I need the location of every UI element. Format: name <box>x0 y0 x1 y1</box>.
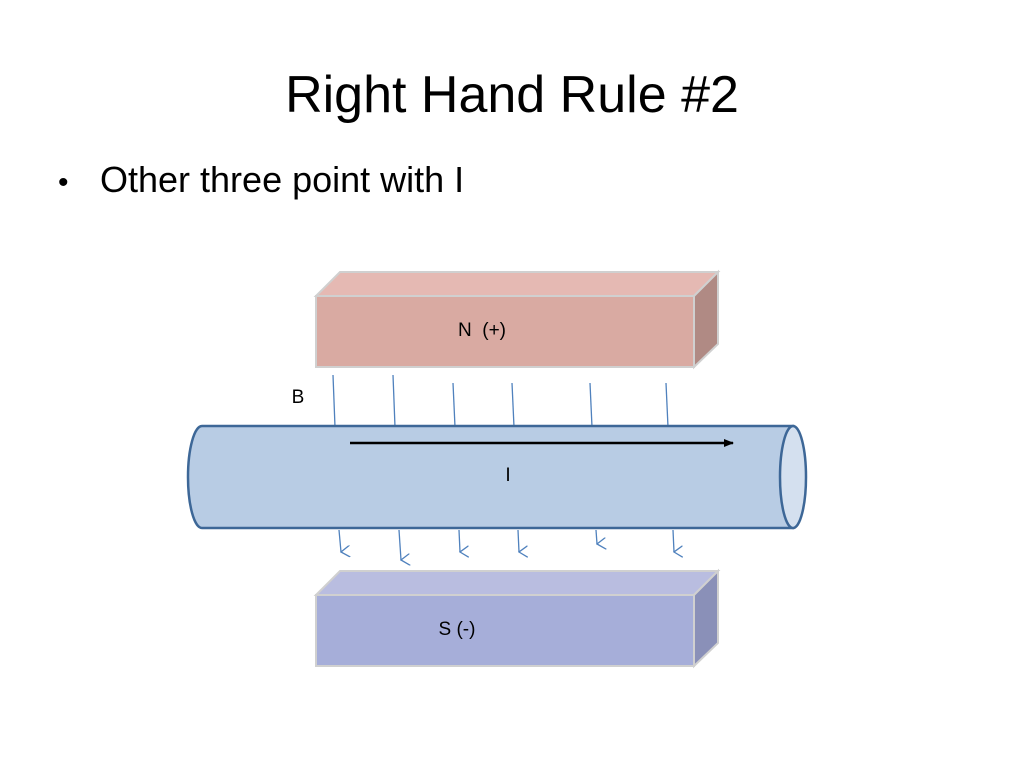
south-magnet-label: S (-) <box>439 619 476 640</box>
field-line-arrow <box>672 529 674 552</box>
bullet-icon: • <box>58 166 69 199</box>
current-label: I <box>505 465 510 486</box>
field-line-arrow <box>595 529 597 544</box>
slide-title: Right Hand Rule #2 <box>285 66 739 124</box>
field-line <box>589 382 593 428</box>
field-lines-upper <box>332 374 669 428</box>
bullet-item: • Other three point with I <box>58 156 464 207</box>
south-magnet: S (-) <box>313 568 721 669</box>
field-lines-lower <box>338 529 674 560</box>
field-line-arrow <box>458 529 460 552</box>
north-magnet: N (+) <box>313 269 721 370</box>
north-magnet-label: N (+) <box>458 320 506 341</box>
bullet-text: Other three point with I <box>100 159 465 200</box>
field-line <box>511 382 515 428</box>
field-line-arrow <box>517 529 519 552</box>
north-magnet-front-face <box>315 295 695 368</box>
field-line-arrow <box>398 529 401 560</box>
field-line-arrow <box>338 529 341 552</box>
bullet-list: • Other three point with I <box>58 156 464 207</box>
field-label: B <box>292 387 305 408</box>
south-magnet-front-face <box>315 594 695 667</box>
wire <box>186 424 808 530</box>
south-magnet-top-face <box>313 570 721 596</box>
north-magnet-top-face <box>313 271 721 297</box>
field-line <box>392 374 396 428</box>
wire-body <box>186 424 795 530</box>
field-line <box>332 374 336 428</box>
wire-end <box>778 424 808 530</box>
field-line <box>452 382 456 428</box>
field-line <box>665 382 669 428</box>
